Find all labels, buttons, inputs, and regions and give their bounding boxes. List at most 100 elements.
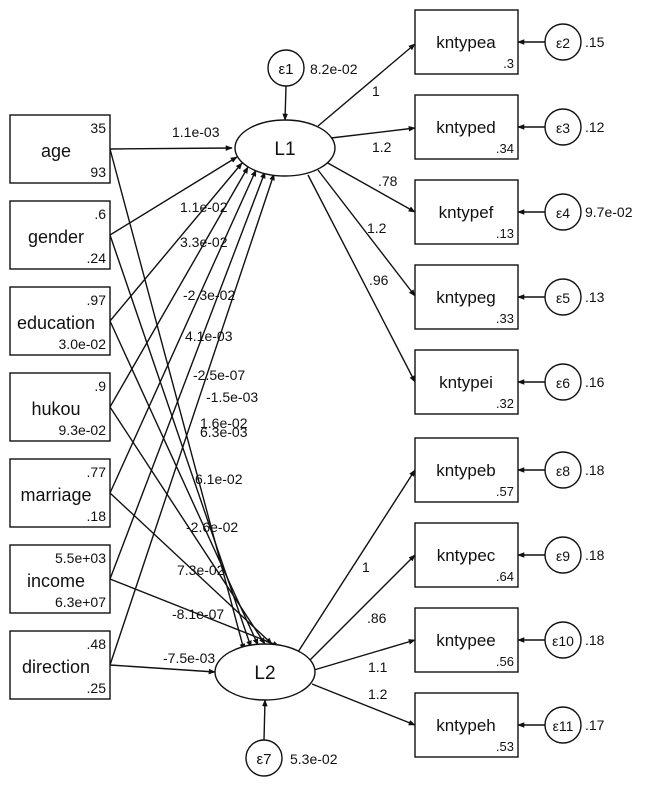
error-ε5: ε5 bbox=[544, 278, 582, 316]
path-coef-L2: 6.1e-02 bbox=[195, 471, 243, 487]
observed-variance: 93 bbox=[90, 164, 106, 180]
indicator-label: kntypec bbox=[437, 546, 496, 565]
path-coef-L1: 1.6e-02 bbox=[200, 415, 248, 431]
path-hukou-to-L2 bbox=[109, 406, 266, 645]
observed-variance: 9.3e-02 bbox=[59, 422, 107, 438]
error-label: ε8 bbox=[556, 463, 570, 479]
loading-arrow-kntypeh bbox=[311, 683, 416, 726]
error-label: ε7 bbox=[256, 751, 271, 768]
path-age-to-L1 bbox=[109, 145, 233, 151]
path-coef-L1: 1.1e-03 bbox=[172, 124, 220, 140]
indicator-box-kntyped: kntyped.34 bbox=[414, 94, 519, 160]
path-marriage-to-L2 bbox=[109, 492, 273, 645]
observed-mean: .6 bbox=[94, 206, 106, 222]
error-ε1: ε1 bbox=[267, 49, 305, 87]
loading-label: 1.1 bbox=[368, 659, 388, 675]
observed-label: hukou bbox=[31, 399, 80, 419]
path-direction-to-L1 bbox=[109, 173, 275, 666]
loading-arrow-kntypeg bbox=[317, 169, 416, 297]
error-ε8: ε8 bbox=[544, 451, 582, 489]
indicator-r2: .32 bbox=[496, 396, 514, 411]
error-ε7: ε7 bbox=[245, 739, 283, 777]
loading-label: .96 bbox=[369, 272, 389, 288]
indicator-box-kntypee: kntypee.56 bbox=[414, 607, 519, 673]
observed-variance: 3.0e-02 bbox=[59, 336, 107, 352]
path-gender-to-L1 bbox=[109, 156, 238, 236]
error-variance-kntypeh: .17 bbox=[585, 717, 605, 733]
path-coef-L1: 3.3e-02 bbox=[180, 234, 228, 250]
loading-arrow-kntypec bbox=[309, 554, 416, 661]
observed-mean: .9 bbox=[94, 378, 106, 394]
loading-label: 1 bbox=[362, 559, 370, 575]
loading-label: .78 bbox=[378, 173, 398, 189]
path-education-to-L1 bbox=[109, 162, 243, 322]
loading-arrow-kntypea bbox=[317, 43, 416, 127]
loading-arrow-kntypef bbox=[325, 161, 416, 213]
path-coef-L2: -8.1e-07 bbox=[172, 606, 224, 622]
indicator-box-kntypei: kntypei.32 bbox=[414, 349, 519, 415]
loading-arrow-kntyped bbox=[330, 125, 416, 139]
observed-box-age: 35 age 93 bbox=[9, 114, 111, 184]
arrow-e1-L1 bbox=[282, 85, 288, 121]
indicator-r2: .56 bbox=[496, 654, 514, 669]
observed-label: education bbox=[17, 313, 95, 333]
indicator-box-kntypec: kntypec.64 bbox=[414, 522, 519, 588]
path-coef-L2: 6.3e-03 bbox=[200, 424, 248, 440]
error-variance-kntypei: .16 bbox=[585, 374, 605, 390]
error-label: ε4 bbox=[556, 205, 570, 221]
observed-label: age bbox=[41, 141, 71, 161]
arrow-e7-L2 bbox=[262, 699, 268, 741]
path-hukou-to-L1 bbox=[109, 166, 249, 408]
indicator-box-kntypeg: kntypeg.33 bbox=[414, 264, 519, 330]
error-variance-kntypef: 9.7e-02 bbox=[585, 204, 633, 220]
path-coef-L1: 4.1e-03 bbox=[185, 328, 233, 344]
observed-mean: .77 bbox=[87, 464, 107, 480]
indicator-label: kntypei bbox=[439, 373, 493, 392]
loading-label: 1.2 bbox=[368, 686, 388, 702]
error-ε4: ε4 bbox=[544, 193, 582, 231]
latent-L1: L1 bbox=[234, 119, 336, 177]
observed-mean: .48 bbox=[87, 636, 107, 652]
path-coef-L2: -1.5e-03 bbox=[206, 389, 258, 405]
observed-label: marriage bbox=[20, 485, 91, 505]
path-income-to-L1 bbox=[109, 171, 266, 580]
observed-label: income bbox=[27, 571, 85, 591]
indicator-r2: .33 bbox=[496, 311, 514, 326]
error-variance-kntyped: .12 bbox=[585, 119, 605, 135]
path-education-to-L2 bbox=[109, 320, 259, 646]
observed-variance: .18 bbox=[87, 508, 107, 524]
path-income-to-L2 bbox=[109, 578, 280, 647]
indicator-r2: .13 bbox=[496, 226, 514, 241]
observed-variance: 6.3e+07 bbox=[55, 594, 106, 610]
error-variance-kntypec: .18 bbox=[585, 547, 605, 563]
observed-variance: .25 bbox=[87, 680, 107, 696]
loading-label: 1 bbox=[372, 83, 380, 99]
latent-label: L1 bbox=[274, 139, 295, 160]
indicator-label: kntypef bbox=[439, 203, 494, 222]
error-ε2: ε2 bbox=[544, 23, 582, 61]
path-coef-L2: -2.6e-02 bbox=[186, 519, 238, 535]
loading-arrow-kntypeb bbox=[297, 469, 416, 653]
indicator-label: kntyped bbox=[436, 118, 496, 137]
error-label: ε5 bbox=[556, 290, 570, 306]
indicator-label: kntypee bbox=[436, 631, 496, 650]
observed-mean: 35 bbox=[90, 120, 106, 136]
error-ε11: ε11 bbox=[544, 706, 582, 744]
indicator-r2: .34 bbox=[496, 141, 514, 156]
path-coef-L1: -2.5e-07 bbox=[193, 367, 245, 383]
error-label: ε9 bbox=[556, 548, 570, 564]
path-coef-L1: -2.3e-02 bbox=[183, 287, 235, 303]
loading-arrow-kntypei bbox=[307, 174, 416, 383]
error-label: ε6 bbox=[556, 375, 570, 391]
observed-box-marriage: .77 marriage .18 bbox=[9, 458, 111, 528]
observed-mean: 5.5e+03 bbox=[55, 550, 106, 566]
error-ε9: ε9 bbox=[544, 536, 582, 574]
indicator-label: kntypeb bbox=[436, 461, 496, 480]
observed-box-hukou: .9 hukou 9.3e-02 bbox=[9, 372, 111, 442]
error-variance-kntypeg: .13 bbox=[585, 289, 605, 305]
indicator-r2: .57 bbox=[496, 484, 514, 499]
error-label: ε3 bbox=[556, 120, 570, 136]
loading-label: 1.2 bbox=[372, 139, 392, 155]
